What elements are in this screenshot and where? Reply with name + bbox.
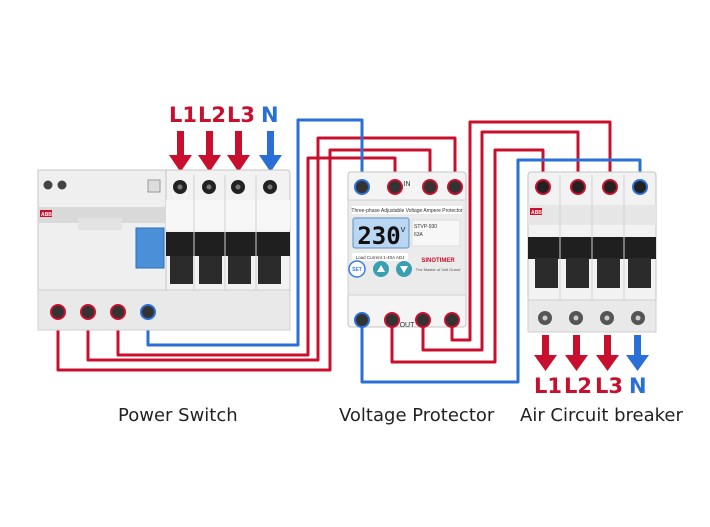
terminal-l3-bottom [110,304,126,320]
set-button-label: SET [352,267,362,273]
terminal-n-bottom [140,304,156,320]
breaker-terminal-l3-in [535,179,551,195]
arrow-n-out [626,335,649,371]
protector-terminal-l2-in [447,179,463,195]
breaker-brand: ABB [531,210,542,216]
wire-out-l2-to-breaker [421,130,580,352]
arrow-l2-in [198,131,221,172]
protector-terminal-l3-in [387,179,403,195]
protector-brand: SINOTIMER [421,258,455,264]
air-circuit-breaker [527,171,657,333]
protector-terminal-n-in [354,179,370,195]
output-label-n: N [629,374,647,398]
arrow-n-in [259,131,282,172]
output-label-l1: L1 [534,374,562,398]
wire-l3-to-protector [116,156,397,357]
lcd-unit: V [401,227,406,234]
caption-air-circuit-breaker: Air Circuit breaker [520,405,683,426]
input-label-l2: L2 [198,103,226,127]
voltage-protector: IN OUT Three-phase Adjustable Voltage Am… [347,171,467,329]
input-label-l3: L3 [227,103,255,127]
wire-out-l1-to-breaker [450,120,612,342]
wire-out-l3-to-breaker [390,148,545,364]
input-label-l1: L1 [169,103,197,127]
protector-terminal-l3-out [384,312,400,328]
arrow-l3-in [227,131,250,172]
protector-status: Load Current 1-40A ADJ [356,255,405,260]
protector-terminal-l1-in [422,179,438,195]
set-button[interactable] [348,260,366,278]
lcd-reading: 230 [357,222,400,250]
output-label-l2: L2 [564,374,592,398]
breaker-terminal-l2-in [570,179,586,195]
arrow-l2-out [565,335,588,371]
power-switch [37,169,291,331]
protector-footer: The Master of Volt Guard [416,267,461,272]
arrow-l1-in [169,131,192,172]
output-arrows [534,335,649,371]
protector-terminal-n-out [354,312,370,328]
protector-header: Three-phase Adjustable Voltage Ampere Pr… [351,208,463,214]
protector-terminal-l2-out [415,312,431,328]
input-label-n: N [261,103,279,127]
lcd-display [352,217,410,249]
output-label-l3: L3 [595,374,623,398]
breaker-terminal-l1-in [602,179,618,195]
caption-power-switch: Power Switch [118,405,238,426]
protector-terminal-l1-out [444,312,460,328]
arrow-l1-out [534,335,557,371]
wire-l1-to-protector [56,148,432,372]
arrow-l3-out [596,335,619,371]
caption-voltage-protector: Voltage Protector [339,405,495,426]
terminal-l2-bottom [80,304,96,320]
protector-in-label: IN [404,181,411,188]
wire-n-to-protector [146,118,364,347]
protector-rating: 63A [414,232,424,238]
terminal-l1-bottom [50,304,66,320]
breaker-terminal-n-in [632,179,648,195]
wire-l2-to-protector [86,136,457,362]
power-switch-brand: ABB [41,212,52,218]
protector-model: STVP-930 [414,224,437,230]
protector-out-label: OUT [400,322,416,329]
wire-out-n-to-breaker [360,158,642,384]
input-arrows [169,131,282,172]
